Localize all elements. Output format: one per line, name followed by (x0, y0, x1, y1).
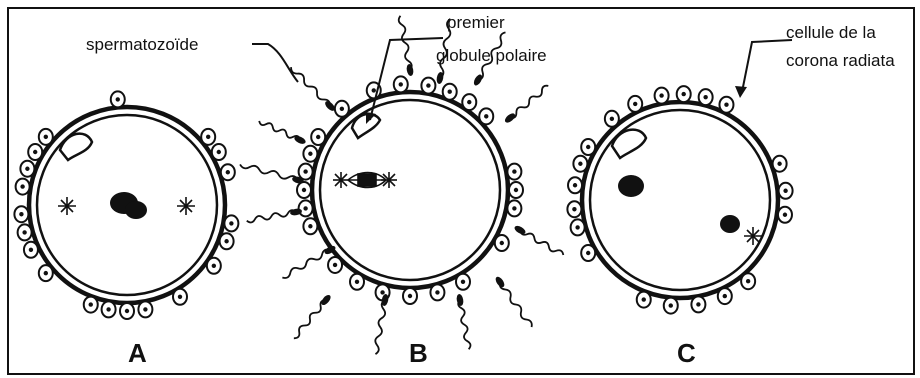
leader-spermatozoide (252, 44, 298, 82)
panel-b-corona-cell-5 (421, 78, 435, 94)
panel-c-corona-cell-16 (741, 273, 755, 289)
panel-a-corona-cell-6 (14, 206, 28, 222)
panel-a-corona-cell-12 (221, 164, 235, 180)
panel-a-corona-cell-10 (201, 129, 215, 145)
panel-a-corona-cell-7 (18, 224, 32, 240)
spermatozoon-1 (291, 67, 336, 112)
panel-a-corona-cell-13 (224, 215, 238, 231)
panel-b-corona-cell-7 (462, 94, 476, 110)
panel-b-corona-cell-17 (495, 235, 509, 251)
panel-label-c: C (677, 338, 696, 368)
panel-c-corona-cell-10 (567, 201, 581, 217)
panel-b-corona-cell-19 (430, 284, 444, 300)
panel-c-corona-cell-5 (699, 89, 713, 105)
panel-a-corona-cell-14 (220, 233, 234, 249)
spermatozoon-6 (375, 294, 389, 355)
panel-b-corona-cell-6 (443, 84, 457, 100)
panel-c-corona-cell-3 (655, 88, 669, 104)
panel-a-corona-cell-8 (24, 242, 38, 258)
label-cellule-de-la: cellule de la (786, 23, 876, 42)
panel-b-corona-cell-16 (507, 200, 521, 216)
panel-b-corona-cell-22 (350, 274, 364, 290)
spermatozoon-5 (294, 293, 332, 338)
panel-a-oocyte (29, 107, 225, 303)
panel-c-corona-cell-8 (573, 156, 587, 172)
panel-b-corona-cell-2 (335, 101, 349, 117)
panel-a-corona-cell-15 (207, 258, 221, 274)
panel-label-a: A (128, 338, 147, 368)
panel-a-corona-cell-11 (212, 144, 226, 160)
panel-a-corona-cell-1 (111, 91, 125, 107)
arrowhead-corona (735, 86, 747, 98)
spermatozoon-10 (503, 86, 548, 125)
panel-b-corona-cell-15 (509, 182, 523, 198)
panel-b-corona-cell-10 (299, 200, 313, 216)
spermatozoon-14 (259, 121, 307, 145)
spermatozoon-13 (456, 294, 471, 350)
panel-b-oocyte (312, 92, 508, 288)
leader-corona (742, 40, 792, 92)
panel-a-corona-cell-5 (16, 179, 30, 195)
panel-b-corona-cell-20 (403, 288, 417, 304)
panel-a-corona-cell-9 (39, 265, 53, 281)
panel-c-corona-cell-4 (677, 86, 691, 102)
panel-c-oocyte (582, 102, 778, 298)
panel-a-corona-cell-16 (173, 289, 187, 305)
panel-c-corona-cell-1 (605, 111, 619, 127)
panel-c-corona-cell-13 (773, 156, 787, 172)
panel-b-corona-cell-8 (479, 108, 493, 124)
label-corona-radiata: corona radiata (786, 51, 895, 70)
panel-b-centriole-left (333, 172, 349, 188)
spermatozoon-12 (494, 275, 532, 327)
panel-c-corona-cell-18 (691, 296, 705, 312)
panel-c-zona-outer (582, 102, 778, 298)
panel-label-b: B (409, 338, 428, 368)
label-premier: premier (447, 13, 505, 32)
panel-a-corona-cell-17 (138, 301, 152, 317)
panel-c-corona-cell-20 (637, 292, 651, 308)
panel-c-corona-cell-6 (719, 97, 733, 113)
panel-a-corona-cell-18 (120, 303, 134, 319)
spermatozoon-7 (399, 16, 414, 77)
panel-b-corona-cell-18 (456, 274, 470, 290)
spermatozoon-3 (247, 208, 303, 223)
panel-b-centriole-right (381, 172, 397, 188)
panel-a-nucleus-2 (125, 201, 147, 219)
panel-b-zona-outer (312, 92, 508, 288)
panel-c-corona-cell-12 (581, 245, 595, 261)
panel-b-corona-cell-11 (297, 182, 311, 198)
panel-c-corona-cell-19 (664, 298, 678, 314)
panel-b-corona-cell-12 (299, 164, 313, 180)
panel-a-corona-cell-4 (20, 161, 34, 177)
panel-b-corona-cell-4 (394, 76, 408, 92)
panel-a-corona-cell-3 (28, 144, 42, 160)
panel-b-corona-cell-1 (311, 129, 325, 145)
panel-c-corona-cell-14 (779, 183, 793, 199)
panel-b-corona-cell-14 (507, 164, 521, 180)
panel-b-corona-cell-13 (303, 146, 317, 162)
panel-a-corona-cell-20 (84, 297, 98, 313)
panel-a-corona-cell-19 (102, 301, 116, 317)
panel-a-corona-cell-2 (39, 129, 53, 145)
label-globule-polaire: globule polaire (436, 46, 547, 65)
panel-c-corona-cell-11 (571, 219, 585, 235)
panel-c-female-pronucleus (618, 175, 644, 197)
panel-b-corona-cell-23 (328, 257, 342, 273)
panel-c-corona-cell-7 (581, 139, 595, 155)
label-spermatozoide: spermatozoïde (86, 35, 198, 54)
panel-c-corona-cell-17 (718, 288, 732, 304)
panel-c-corona-cell-2 (628, 96, 642, 112)
spermatozoon-11 (513, 224, 563, 255)
spermatozoon-2 (240, 164, 305, 184)
panel-c-corona-cell-15 (778, 207, 792, 223)
panel-c-corona-cell-9 (568, 177, 582, 193)
panel-b-corona-cell-9 (303, 218, 317, 234)
panel-c-male-pronucleus (720, 215, 740, 233)
